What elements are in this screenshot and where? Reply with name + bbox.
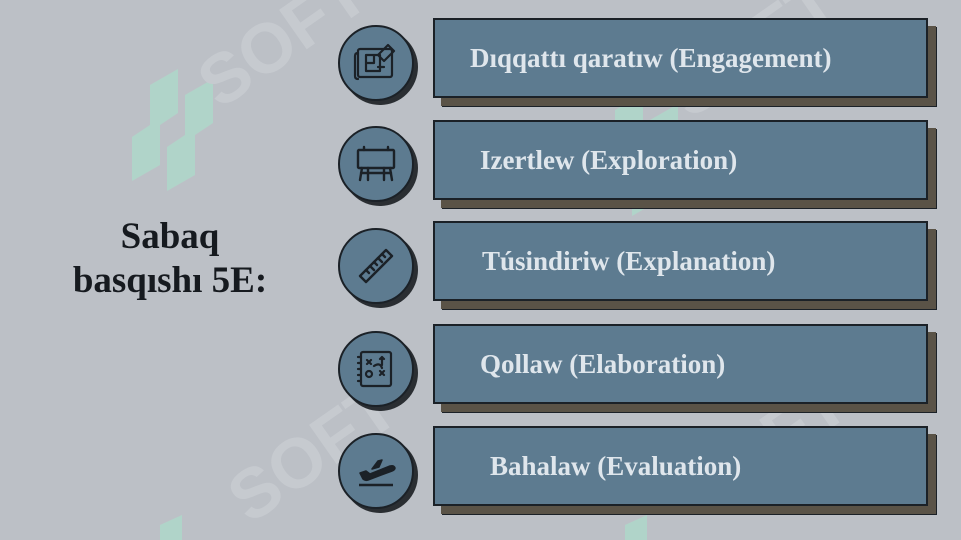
step-5-icon-circle <box>338 433 414 509</box>
step-card-exploration: Izertlew (Exploration) <box>433 120 928 200</box>
step-label: Qollaw (Elaboration) <box>480 348 726 379</box>
page-title: Sabaq basqıshı 5E: <box>30 215 310 303</box>
step-4-icon-circle <box>338 331 414 407</box>
step-card-evaluation: Bahalaw (Evaluation) <box>433 426 928 506</box>
step-2-icon-circle <box>338 126 414 202</box>
step-label: Bahalaw (Evaluation) <box>490 450 742 481</box>
step-1-icon-circle <box>338 25 414 101</box>
title-line-1: Sabaq <box>120 216 220 257</box>
step-label: Izertlew (Exploration) <box>480 144 738 175</box>
title-line-2: basqıshı 5E: <box>72 260 268 301</box>
step-label: Dıqqattı qaratıw (Engagement) <box>470 42 832 73</box>
step-label: Túsindiriw (Explanation) <box>482 245 776 276</box>
step-card-engagement: Dıqqattı qaratıw (Engagement) <box>433 18 928 98</box>
ruler-icon <box>358 248 394 284</box>
billboard-icon <box>356 145 396 182</box>
airplane-takeoff-icon <box>359 459 396 487</box>
step-card-elaboration: Qollaw (Elaboration) <box>433 324 928 404</box>
step-card-explanation: Túsindiriw (Explanation) <box>433 221 928 301</box>
blueprint-icon <box>353 43 396 81</box>
strategy-board-icon <box>356 350 393 388</box>
step-3-icon-circle <box>338 228 414 304</box>
